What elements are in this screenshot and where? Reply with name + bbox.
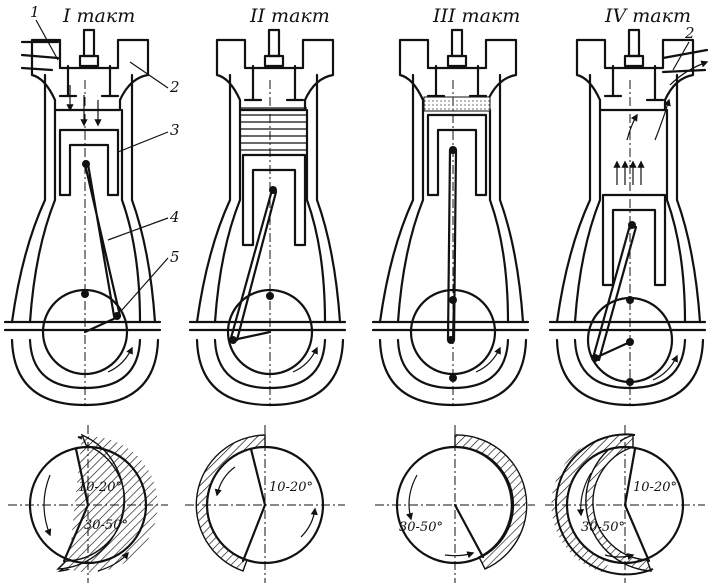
part-label-2: 2 (169, 78, 180, 96)
stroke-3-engine: III такт (371, 5, 530, 407)
timing-diagram-3: 30-50° (375, 425, 535, 583)
timing-diagram-2: 10-20° (185, 425, 345, 583)
part-label-5: 5 (170, 248, 180, 266)
timing-1-angle-a: 10-20° (78, 480, 122, 495)
part-label-4: 4 (169, 208, 180, 226)
part-label-1: 1 (30, 3, 40, 21)
stroke-1-title: I такт (62, 5, 135, 27)
stroke-4-engine: IV такт 2 (548, 5, 709, 407)
timing-3-angle-b: 30-50° (399, 520, 443, 535)
part-label-3: 3 (170, 121, 180, 139)
timing-diagram-1: 10-20° 30-50° (8, 425, 168, 583)
stroke-1-engine: I такт 1 2 3 (3, 3, 180, 407)
stroke-4-title: IV такт (604, 5, 691, 27)
timing-1-angle-b: 30-50° (84, 518, 128, 533)
stroke-2-engine: II такт (188, 5, 347, 407)
timing-4-angle-a: 10-20° (633, 480, 677, 495)
stroke-3-title: III такт (432, 5, 520, 27)
stroke-2-title: II такт (249, 5, 330, 27)
part-label-2-exhaust: 2 (684, 24, 695, 42)
timing-2-angle-a: 10-20° (269, 480, 313, 495)
timing-4-angle-b: 30-50° (581, 520, 625, 535)
timing-diagram-4: 10-20° 30-50° (545, 425, 705, 583)
